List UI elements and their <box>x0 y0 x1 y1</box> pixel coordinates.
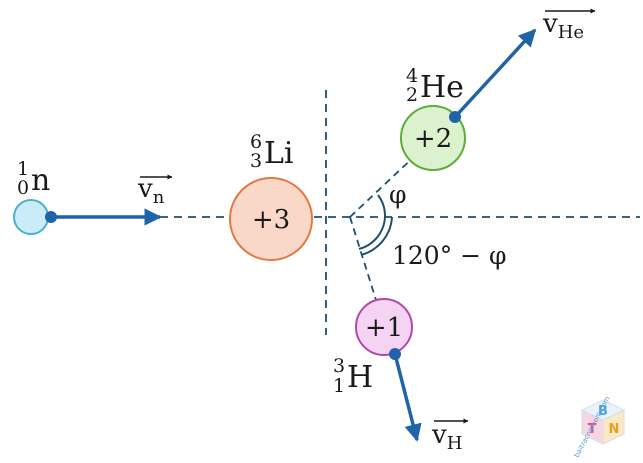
helium-atomic-number: 2 <box>406 84 418 106</box>
watermark-letter-n: N <box>609 422 620 437</box>
tritium-arrow-origin-dot <box>389 348 401 360</box>
helium-mass-number: 4 <box>406 65 418 87</box>
helium-arrow-origin-dot <box>449 111 461 123</box>
tritium-symbol: H <box>347 360 373 395</box>
watermark-cube-right <box>602 409 625 445</box>
helium-velocity-arrow <box>453 28 537 119</box>
helium-vector-subscript: He <box>558 22 584 43</box>
angle-arc-complement-outer <box>360 216 393 256</box>
helium-vector-label: vHe <box>542 8 596 43</box>
helium-charge: +2 <box>414 124 452 154</box>
watermark-logo: B T N baitracnghiem.com <box>573 395 626 459</box>
helium-vector-letter: v <box>542 9 558 39</box>
tritium-mass-number: 3 <box>333 355 345 377</box>
neutron-symbol: n <box>31 163 50 198</box>
watermark-letter-t: T <box>588 422 597 437</box>
angle-arc-complement-inner <box>358 216 386 250</box>
angle-label-complement: 120° − φ <box>392 241 507 270</box>
tritium-label: 3 1 H <box>333 355 373 397</box>
tritium-vector-subscript: H <box>447 433 463 454</box>
tritium-vector-text: vH <box>431 420 462 454</box>
helium-direction-dashed <box>349 152 419 218</box>
lithium-atomic-number: 3 <box>250 150 262 172</box>
helium-symbol: He <box>420 70 464 105</box>
neutron-vector-label: vn <box>137 174 173 208</box>
lithium-nucleus <box>229 177 313 261</box>
helium-vector-text: vHe <box>542 9 584 43</box>
lithium-mass-number: 6 <box>250 131 262 153</box>
tritium-direction-dashed <box>349 216 377 301</box>
tritium-atomic-number: 1 <box>333 375 345 397</box>
neutron-vector-letter: v <box>137 174 153 204</box>
lithium-label: 6 3 Li <box>250 131 294 172</box>
tritium-velocity-arrow <box>393 353 422 442</box>
tritium-vector-label: vH <box>431 418 469 454</box>
neutron-atomic-number: 0 <box>17 177 29 199</box>
neutron-arrow-origin-dot <box>45 211 57 223</box>
lithium-charge: +3 <box>252 205 290 235</box>
neutron-vector-subscript: n <box>153 187 165 208</box>
tritium-charge: +1 <box>365 313 403 343</box>
neutron-label: 1 0 n <box>17 158 50 199</box>
angle-label-phi: φ <box>389 180 407 209</box>
tritium-vector-letter: v <box>431 420 447 450</box>
lithium-symbol: Li <box>264 136 294 171</box>
helium-nucleus <box>400 105 466 171</box>
neutron-particle <box>13 199 49 235</box>
neutron-mass-number: 1 <box>17 158 29 180</box>
neutron-vector-text: vn <box>137 174 165 208</box>
watermark-letter-b: B <box>598 404 608 419</box>
angle-arc-phi <box>377 194 387 218</box>
helium-label: 4 2 He <box>406 65 464 106</box>
tritium-nucleus <box>355 298 413 356</box>
